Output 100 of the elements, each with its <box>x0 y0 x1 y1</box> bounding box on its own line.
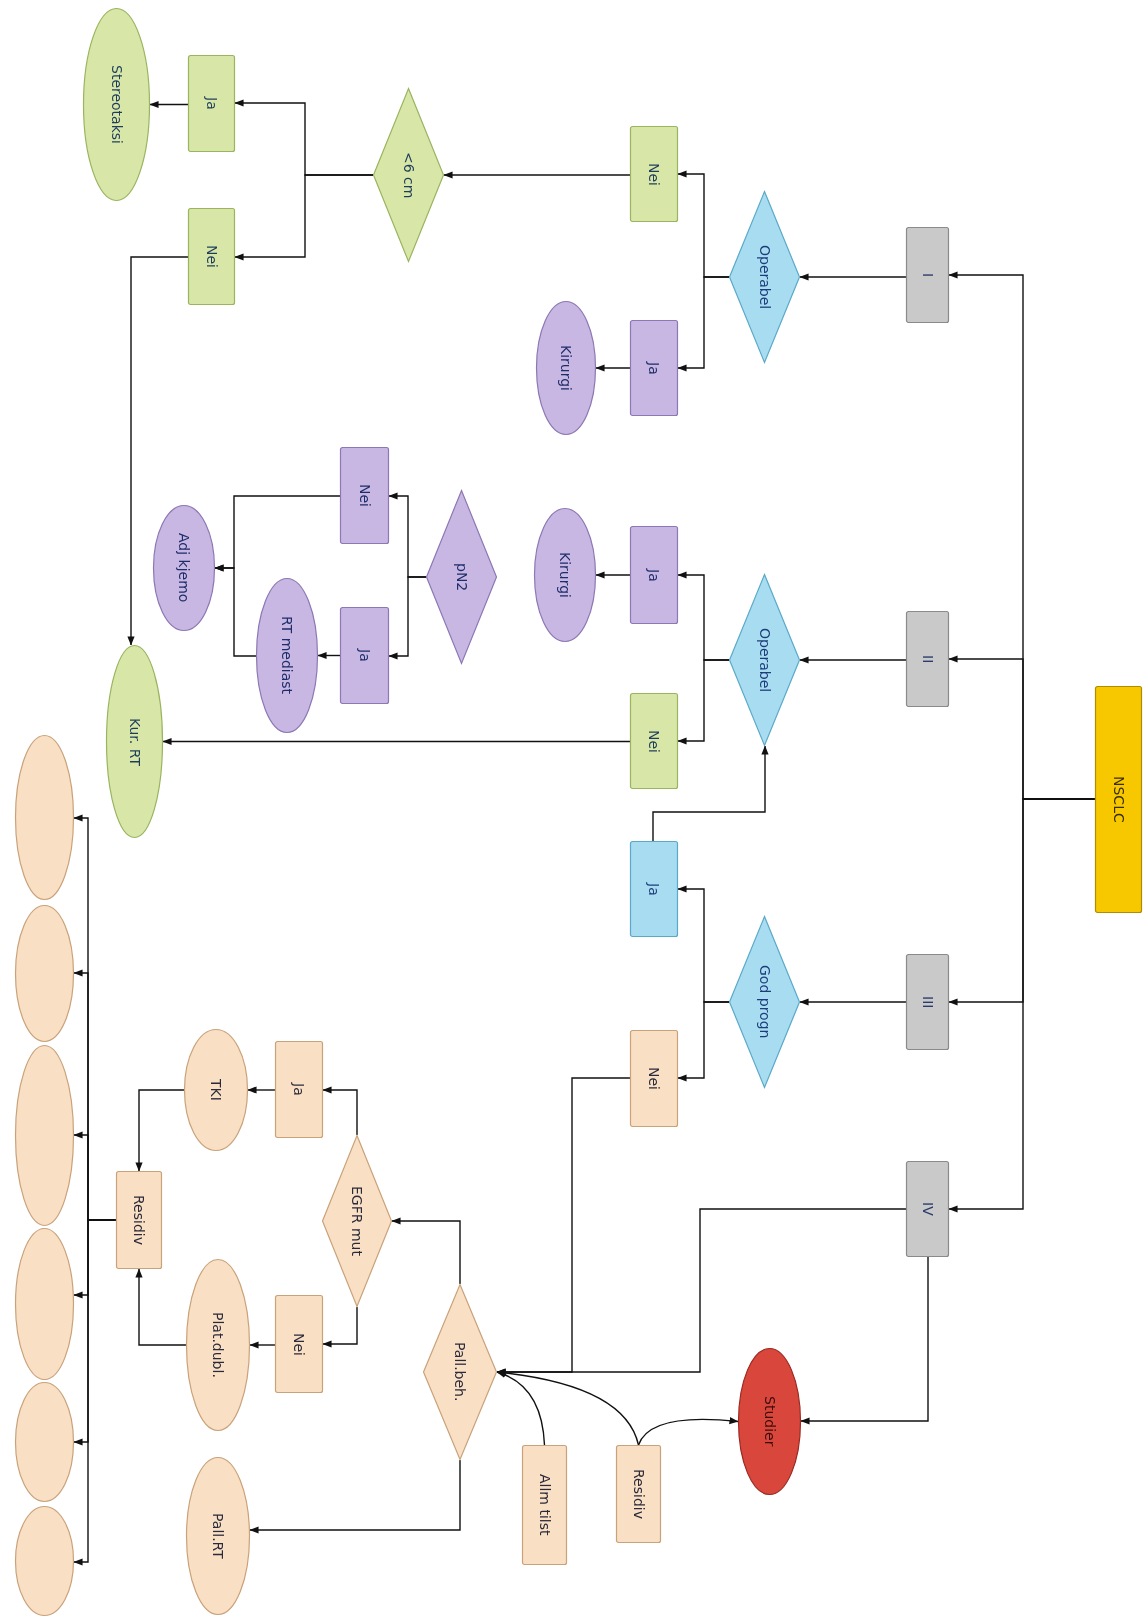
node-label: Plat.dubl. <box>209 1312 227 1378</box>
node-label: <6 cm <box>400 151 417 199</box>
process-box <box>906 227 949 323</box>
arrow <box>317 651 341 660</box>
node-label: Residiv <box>130 1195 148 1245</box>
arrow <box>677 276 730 372</box>
node-label: Operabel <box>756 627 773 693</box>
terminal-ellipse <box>15 905 74 1042</box>
arrow <box>443 171 631 179</box>
arrow <box>162 737 631 746</box>
process-box <box>906 954 949 1050</box>
arrow <box>637 1417 739 1446</box>
arrow <box>595 364 631 372</box>
process-box <box>1095 686 1142 913</box>
node-label: Nei <box>356 484 373 507</box>
arrow <box>234 174 374 261</box>
node-label: I <box>919 272 936 278</box>
process-box <box>188 55 235 152</box>
node-label: Adj kjemo <box>175 533 193 603</box>
arrow <box>149 100 189 109</box>
arrow <box>135 1089 185 1172</box>
node-label: Operabel <box>756 244 773 310</box>
process-box <box>340 447 389 544</box>
arrow <box>595 571 631 579</box>
arrow <box>214 564 257 657</box>
node-label: RT mediast <box>278 616 296 695</box>
node-label: Pall.RT <box>209 1513 227 1559</box>
terminal-ellipse <box>534 508 596 642</box>
arrow <box>677 659 730 745</box>
arrow <box>496 1369 640 1446</box>
node-label: IV <box>919 1202 936 1216</box>
arrow <box>249 1459 461 1534</box>
decision-diamond <box>729 574 800 746</box>
terminal-ellipse <box>15 1506 74 1616</box>
node-label: II <box>919 654 936 664</box>
arrow <box>799 998 907 1006</box>
process-box <box>906 611 949 707</box>
arrow <box>677 1001 730 1082</box>
node-label: Ja <box>290 1083 308 1096</box>
node-label: Pall.beh. <box>451 1342 469 1402</box>
terminal-ellipse <box>106 645 163 838</box>
node-label: Nei <box>645 1067 663 1090</box>
decision-diamond <box>729 916 800 1088</box>
node-label: Kirurgi <box>557 345 575 391</box>
terminal-ellipse <box>15 1045 74 1226</box>
node-label: Ja <box>645 361 663 375</box>
arrow <box>496 1371 546 1446</box>
node-label: III <box>919 995 936 1009</box>
arrow <box>799 273 907 281</box>
process-box <box>630 693 678 789</box>
decision-diamond <box>729 191 800 363</box>
process-box <box>116 1171 162 1269</box>
node-label: TKI <box>207 1079 225 1101</box>
node-label: Kur. RT <box>126 717 143 766</box>
node-label: Ja <box>645 568 663 582</box>
node-label: Stereotaksi <box>108 65 125 144</box>
arrow <box>652 745 769 842</box>
process-box <box>630 841 678 937</box>
arrow <box>127 256 189 646</box>
process-box <box>275 1041 323 1138</box>
process-box <box>630 126 678 222</box>
arrow <box>322 1306 358 1348</box>
arrow <box>800 1256 929 1425</box>
arrow <box>135 1268 187 1346</box>
terminal-ellipse <box>186 1259 250 1431</box>
process-box <box>630 320 678 416</box>
decision-diamond <box>322 1135 392 1307</box>
process-box <box>522 1445 567 1565</box>
arrow <box>388 576 427 660</box>
node-label: Allm tilst <box>536 1474 553 1536</box>
process-box <box>616 1445 661 1543</box>
arrow <box>391 1217 461 1285</box>
node-label: Ja <box>645 882 663 896</box>
terminal-ellipse <box>83 8 150 201</box>
terminal-ellipse <box>153 505 215 631</box>
node-label: NSCLC <box>1110 776 1127 823</box>
terminal-ellipse <box>15 1228 74 1380</box>
terminal-ellipse <box>738 1348 801 1495</box>
process-box <box>275 1295 323 1393</box>
terminal-ellipse <box>186 1457 250 1615</box>
terminal-ellipse <box>15 1382 74 1502</box>
process-box <box>906 1161 949 1257</box>
node-label: Studier <box>761 1396 778 1447</box>
terminal-ellipse <box>15 735 74 900</box>
node-label: Ja <box>356 649 373 662</box>
decision-diamond <box>423 1284 497 1460</box>
node-label: God progn <box>756 965 773 1039</box>
arrow <box>247 1086 276 1094</box>
node-label: Nei <box>203 245 220 268</box>
terminal-ellipse <box>256 578 318 733</box>
process-box <box>630 526 678 624</box>
node-label: Kirurgi <box>556 552 574 598</box>
node-label: pN2 <box>453 562 470 592</box>
terminal-ellipse <box>184 1029 248 1151</box>
arrow <box>322 1086 358 1136</box>
node-label: Nei <box>290 1332 308 1356</box>
arrow <box>249 1341 276 1349</box>
process-box <box>188 208 235 305</box>
arrow <box>799 656 907 664</box>
node-label: Ja <box>203 97 220 110</box>
